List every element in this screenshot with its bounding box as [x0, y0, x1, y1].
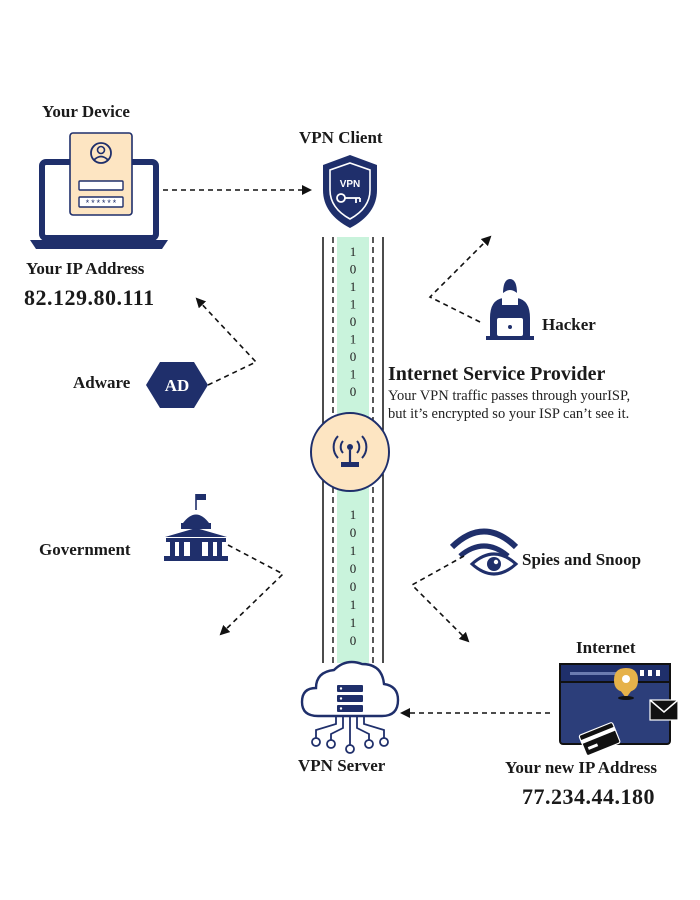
bit-stream-upper: 1 0 1 1 0 1 0 1 0	[350, 244, 357, 399]
new-ip-label: Your new IP Address	[505, 758, 657, 777]
arrows	[163, 185, 550, 718]
spies-label: Spies and Snoop	[522, 550, 642, 569]
device-ip-label: Your IP Address	[26, 259, 145, 278]
government-building-icon	[164, 494, 228, 561]
bit-digit: 0	[350, 561, 357, 576]
arrow-spies	[410, 555, 470, 643]
cloud-server-icon	[300, 660, 400, 754]
arrow-adware	[195, 297, 258, 386]
adware-label: Adware	[73, 373, 131, 392]
bit-digit: 1	[350, 332, 357, 347]
adware-badge-text: AD	[165, 376, 190, 395]
key-icon	[336, 193, 361, 203]
vpn-server-title: VPN Server	[298, 756, 386, 775]
user-icon	[90, 142, 112, 164]
isp-description-line2: but it’s encrypted so your ISP can’t see…	[388, 406, 630, 422]
mail-icon	[649, 699, 679, 721]
username-field	[78, 180, 124, 191]
vpn-badge-text: VPN	[340, 179, 361, 190]
bit-digit: 0	[350, 579, 357, 594]
bit-digit: 0	[350, 262, 357, 277]
bit-digit: 1	[350, 279, 357, 294]
bit-digit: 1	[350, 367, 357, 382]
bit-digit: 1	[350, 543, 357, 558]
eye-icon	[449, 528, 519, 576]
bit-digit: 1	[350, 507, 357, 522]
bit-digit: 0	[350, 384, 357, 399]
arrow-hacker	[428, 235, 492, 323]
credit-card-icon	[578, 722, 621, 757]
bit-digit: 1	[350, 244, 357, 259]
bit-digit: 0	[350, 349, 357, 364]
government-label: Government	[39, 540, 131, 559]
shield-icon: VPN	[323, 155, 377, 228]
bit-digit: 1	[350, 615, 357, 630]
bit-stream-lower: 1 0 1 0 0 1 1 0	[350, 507, 357, 648]
bit-digit: 0	[350, 525, 357, 540]
ad-hexagon-icon: AD	[146, 362, 208, 408]
bit-digit: 1	[350, 597, 357, 612]
bit-digit: 0	[350, 633, 357, 648]
arrow-government	[219, 544, 285, 636]
isp-description: Your VPN traffic passes through yourISP,…	[388, 387, 630, 423]
login-card	[69, 132, 133, 216]
internet-title: Internet	[576, 638, 636, 657]
password-field	[78, 196, 124, 208]
password-mask: ******	[85, 199, 117, 209]
location-pin-icon	[614, 668, 638, 700]
isp-title: Internet Service Provider	[388, 363, 606, 385]
router-icon	[310, 412, 390, 492]
isp-description-line1: Your VPN traffic passes through yourISP,	[388, 388, 631, 404]
vpn-client-title: VPN Client	[299, 128, 383, 147]
laptop-icon: ******	[30, 132, 168, 249]
hacker-label: Hacker	[542, 315, 596, 334]
new-ip-value: 77.234.44.180	[522, 784, 655, 809]
hacker-icon	[486, 279, 534, 340]
bit-digit: 0	[350, 314, 357, 329]
device-title: Your Device	[42, 102, 130, 121]
browser-window-icon	[559, 663, 679, 757]
bit-digit: 1	[350, 297, 357, 312]
device-ip-value: 82.129.80.111	[24, 285, 155, 310]
